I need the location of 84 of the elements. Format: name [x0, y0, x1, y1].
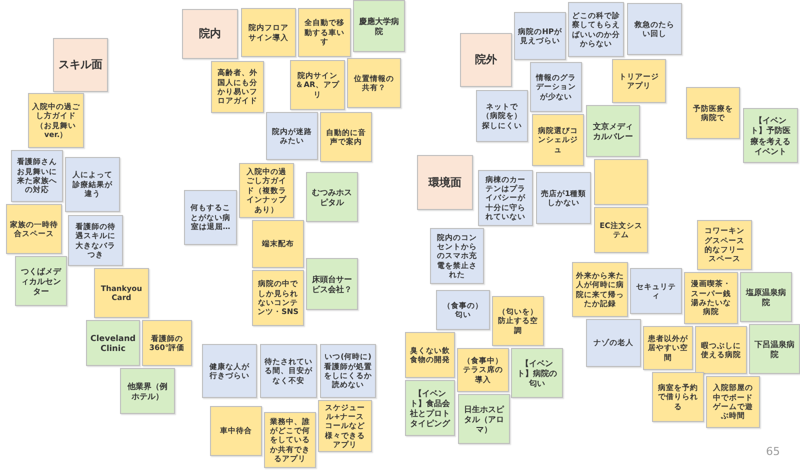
note-text: 日生ホスピタル（アロマ） [463, 404, 505, 434]
sticky-note [586, 105, 640, 157]
sticky-note [306, 258, 358, 310]
sticky-note [86, 320, 140, 366]
sticky-note [353, 0, 405, 52]
sticky-note [630, 268, 682, 314]
note-text: Cleveland Clinic [89, 332, 137, 354]
sticky-note [266, 112, 318, 160]
sticky-note [241, 8, 296, 57]
sticky-note [28, 93, 84, 148]
sticky-note [211, 61, 264, 113]
sticky-note [536, 172, 591, 224]
note-text: 他業界（例ホテル） [126, 380, 168, 402]
sticky-note [94, 268, 149, 318]
sticky-note [306, 172, 358, 222]
sticky-note [320, 344, 376, 398]
note-text: 【イベント】食品会社とプロトタイピング [409, 388, 451, 428]
sticky-note [290, 60, 345, 110]
sticky-note [458, 394, 510, 444]
sticky-note [320, 112, 372, 162]
note-text: 塩原温泉病院 [744, 286, 787, 308]
note-text: スキル面 [58, 58, 102, 72]
sticky-note [182, 9, 238, 59]
sticky-note [15, 256, 67, 306]
sticky-note [142, 320, 192, 366]
sticky-note [120, 368, 175, 414]
sticky-note [686, 87, 740, 139]
note-text: 下呂温泉病院 [754, 338, 796, 360]
sticky-note [532, 114, 584, 166]
sticky-note [417, 155, 473, 210]
sticky-note [749, 324, 800, 374]
sticky-note [252, 270, 304, 326]
sticky-note [405, 332, 455, 378]
sticky-note [492, 296, 544, 346]
sticky-note [252, 220, 304, 268]
sticky-note [586, 319, 641, 367]
sticky-note [652, 372, 704, 422]
note-text: つくばメディカルセンター [20, 266, 62, 296]
sticky-note [53, 38, 108, 92]
note-text: 院外 [475, 53, 497, 67]
sticky-note [68, 215, 123, 266]
note-text: 【イベント】病院の匂い [516, 358, 558, 388]
sticky-note [572, 262, 628, 317]
sticky-note [568, 2, 624, 57]
sticky-note [612, 59, 666, 103]
note-text: 【イベント】予防医療を考えるイベント [750, 115, 792, 156]
sticky-note [457, 348, 509, 392]
page-number: 65 [766, 445, 780, 458]
sticky-note [210, 406, 262, 456]
sticky-note [627, 3, 682, 55]
note-text: 床頭台サービス会社？ [311, 274, 353, 294]
note-text: 文京メディカルバレー [592, 120, 634, 142]
note-text: 環境面 [428, 176, 462, 190]
sticky-note [430, 228, 484, 284]
sticky-note [643, 326, 693, 370]
sticky-note [478, 170, 533, 226]
sticky-note [405, 380, 455, 436]
note-text: 院内 [199, 27, 221, 41]
sticky-note [695, 326, 747, 374]
sticky-note [594, 207, 648, 253]
sticky-note [697, 220, 752, 270]
sticky-note [65, 157, 120, 212]
sticky-note [239, 163, 294, 218]
sticky-note [476, 90, 528, 142]
sticky-note [743, 108, 798, 163]
sticky-note [530, 62, 582, 112]
sticky-note [706, 376, 760, 428]
sticky-note [6, 204, 62, 254]
sticky-note [347, 58, 401, 108]
sticky-note [460, 33, 512, 87]
sticky-note [318, 400, 372, 452]
sticky-note [684, 272, 738, 324]
sticky-note [740, 272, 792, 322]
sticky-note [594, 159, 648, 205]
sticky-note [511, 348, 563, 398]
sticky-note [436, 290, 490, 330]
note-text: むつみホスピタル [311, 186, 353, 208]
sticky-note [260, 344, 317, 398]
note-text: 慶應大学病院 [358, 16, 400, 36]
sticky-note [202, 344, 257, 398]
sticky-note [11, 150, 63, 202]
sticky-note [184, 190, 237, 245]
sticky-note [514, 12, 566, 60]
sticky-note [298, 8, 351, 57]
